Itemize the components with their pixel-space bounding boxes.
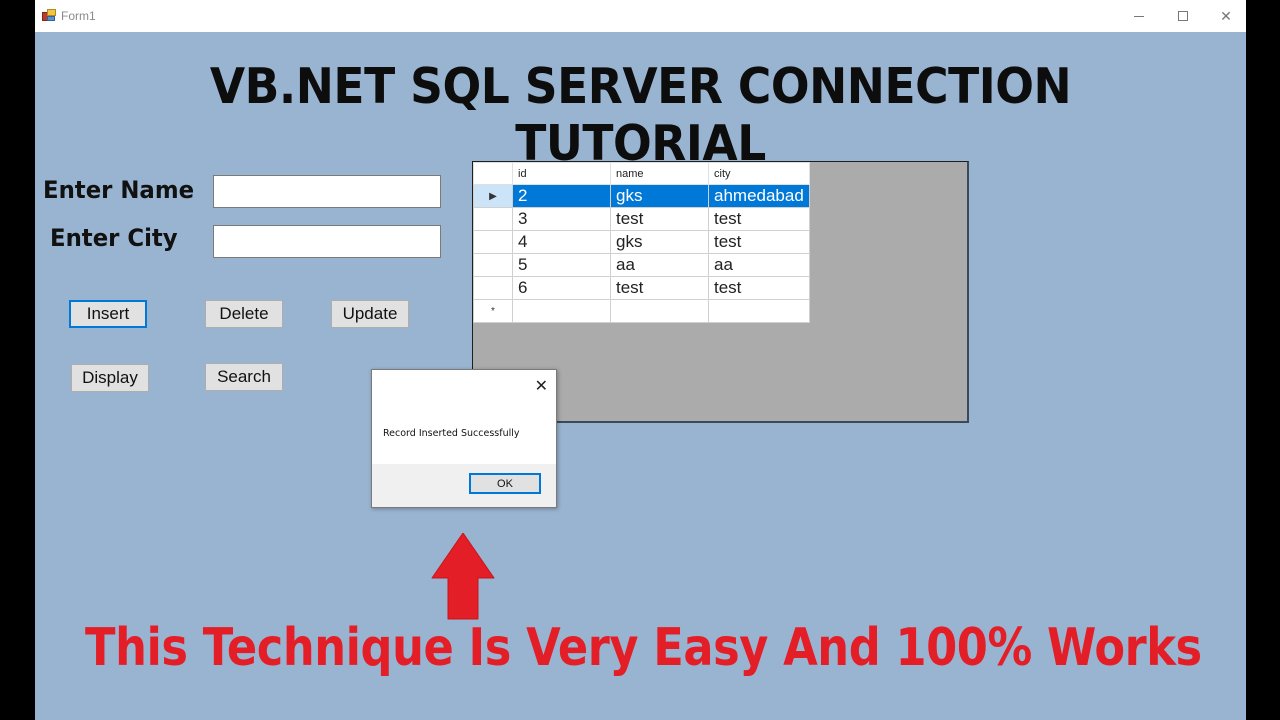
dialog-close-icon[interactable]: ✕ [534,378,548,395]
cell-name[interactable]: gks [610,230,709,254]
cell-name[interactable] [610,299,709,323]
table-row[interactable]: 6 test test [473,276,810,300]
current-row-indicator-icon[interactable]: ▶ [473,184,513,208]
ok-button[interactable]: OK [469,473,541,494]
title-bar[interactable]: Form1 ✕ [35,0,1246,32]
table-row[interactable]: ▶ 2 gks ahmedabad [473,184,810,208]
dialog-message: Record Inserted Successfully [383,428,520,439]
cell-id[interactable]: 5 [512,253,611,277]
cell-id[interactable]: 2 [512,184,611,208]
cell-id[interactable]: 3 [512,207,611,231]
row-header[interactable] [473,253,513,277]
minimize-icon [1134,15,1144,17]
tagline-caption: This Technique Is Very Easy And 100% Wor… [85,618,1202,678]
cell-city[interactable] [708,299,810,323]
cell-name[interactable]: test [610,276,709,300]
grid-header-row: id name city [473,162,810,185]
cell-id[interactable]: 6 [512,276,611,300]
close-icon: ✕ [1220,7,1232,24]
table-row[interactable]: 3 test test [473,207,810,231]
search-button[interactable]: Search [205,363,283,391]
city-label: Enter City [50,224,178,252]
table-row[interactable]: 5 aa aa [473,253,810,277]
cell-name[interactable]: gks [610,184,709,208]
delete-button[interactable]: Delete [205,300,283,328]
new-row[interactable]: * [473,299,810,323]
city-input[interactable] [213,225,441,258]
row-header[interactable] [473,207,513,231]
up-arrow-icon [431,533,495,620]
cell-id[interactable] [512,299,611,323]
cell-city[interactable]: test [708,230,810,254]
column-header-id[interactable]: id [512,162,611,185]
close-button[interactable]: ✕ [1203,0,1249,32]
row-header-corner[interactable] [473,162,513,185]
maximize-button[interactable] [1160,0,1206,32]
cell-city[interactable]: test [708,207,810,231]
page-heading: VB.NET SQL SERVER CONNECTION TUTORIAL [209,58,1072,172]
form1-window: Form1 ✕ VB.NET SQL SERVER CONNECTION TUT… [35,0,1246,720]
records-datagridview[interactable]: id name city ▶ 2 gks ahmedabad 3 test te… [472,161,969,423]
name-input[interactable] [213,175,441,208]
update-button[interactable]: Update [331,300,409,328]
cell-city[interactable]: ahmedabad [708,184,810,208]
row-header[interactable] [473,276,513,300]
name-label: Enter Name [43,176,195,204]
window-title: Form1 [61,9,96,23]
insert-button[interactable]: Insert [69,300,147,328]
table-row[interactable]: 4 gks test [473,230,810,254]
message-box: ✕ Record Inserted Successfully OK [371,369,557,508]
cell-name[interactable]: aa [610,253,709,277]
dialog-footer: OK [372,464,556,507]
display-button[interactable]: Display [71,364,149,392]
minimize-button[interactable] [1116,0,1162,32]
column-header-city[interactable]: city [708,162,810,185]
row-header[interactable] [473,230,513,254]
cell-name[interactable]: test [610,207,709,231]
column-header-name[interactable]: name [610,162,709,185]
maximize-icon [1178,11,1188,21]
cell-city[interactable]: test [708,276,810,300]
new-row-asterisk-icon[interactable]: * [473,299,513,323]
cell-city[interactable]: aa [708,253,810,277]
winforms-app-icon [42,9,56,22]
cell-id[interactable]: 4 [512,230,611,254]
